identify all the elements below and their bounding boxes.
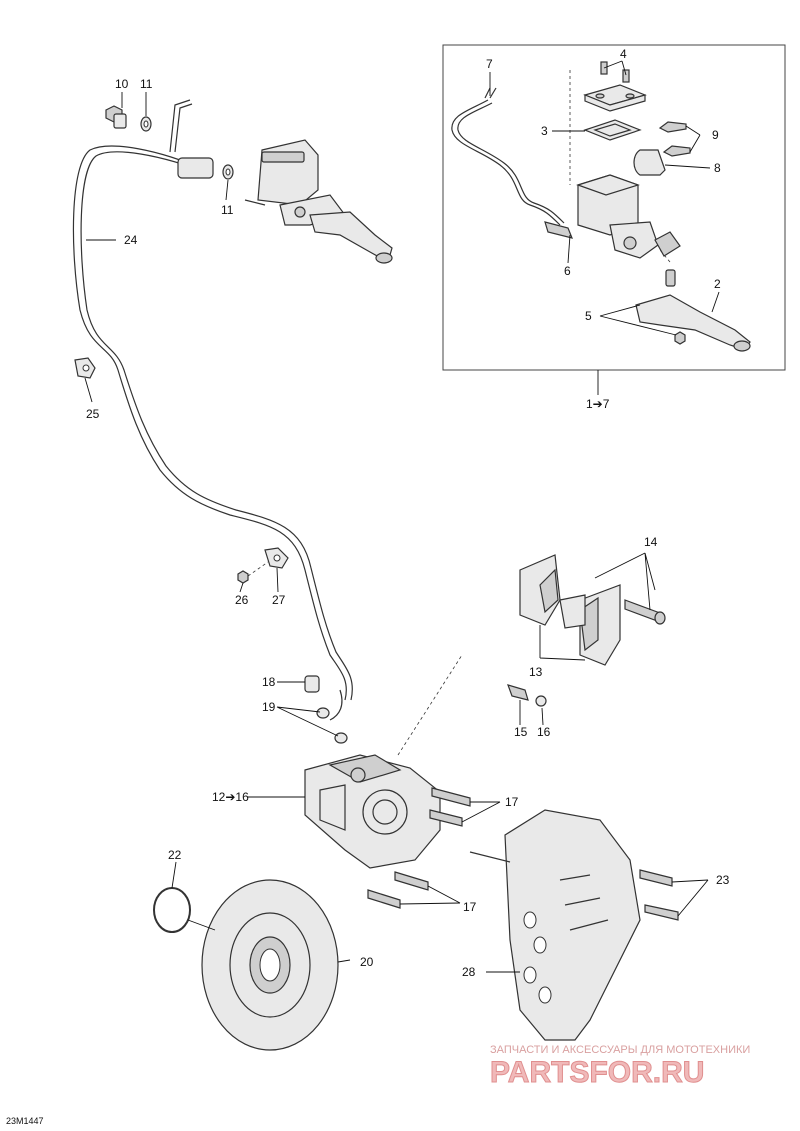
sealing-washer-lower: [222, 164, 234, 180]
callout-16: 16: [537, 725, 551, 739]
callout-7: 7: [486, 57, 493, 71]
callout-18: 18: [262, 675, 276, 689]
callout-26: 26: [235, 593, 249, 607]
inset-clamp: [633, 149, 666, 176]
inset-diaphragm: [583, 119, 642, 141]
callout-14: 14: [644, 535, 658, 549]
callout-24: 24: [124, 233, 138, 247]
callout-27: 27: [272, 593, 286, 607]
sealing-washer-upper: [140, 116, 152, 132]
master-cylinder-main: [244, 139, 393, 264]
callout-13: 13: [529, 665, 543, 679]
caliper-bolt-18: [304, 675, 320, 693]
brake-pads: [519, 554, 621, 666]
callout-28: 28: [462, 965, 476, 979]
diagram-code: 23M1447: [6, 1116, 44, 1126]
hose-clamp-lower: [264, 547, 289, 569]
callout-23: 23: [716, 873, 730, 887]
inset-pivot-bolt: [659, 249, 676, 287]
banjo-bolt: [105, 105, 127, 129]
inset-brake-switch: [451, 87, 573, 239]
callout-11-lower: 11: [221, 203, 234, 217]
callout-2: 2: [714, 277, 721, 291]
callout-11-upper: 11: [140, 77, 153, 91]
callout-17-lower: 17: [463, 900, 477, 914]
caliper-washers-19: [316, 707, 348, 744]
watermark-logo: PARTSFOR.RU: [490, 1056, 704, 1089]
callout-9: 9: [712, 128, 719, 142]
leader-lines: [84, 60, 720, 973]
callout-5: 5: [585, 309, 592, 323]
brake-hose: [72, 99, 353, 721]
callout-20: 20: [360, 955, 374, 969]
caliper-mount-bolts: [367, 787, 471, 909]
callout-3: 3: [541, 124, 548, 138]
callout-17-upper: 17: [505, 795, 519, 809]
callout-15: 15: [514, 725, 528, 739]
inset-boot: [654, 231, 681, 257]
callout-19: 19: [262, 700, 276, 714]
callout-25: 25: [86, 407, 100, 421]
callout-22: 22: [168, 848, 182, 862]
brake-disc: [201, 879, 339, 1051]
o-ring: [153, 887, 191, 933]
callout-10: 10: [115, 77, 129, 91]
watermark-tagline: ЗАПЧАСТИ И АКСЕССУАРЫ ДЛЯ МОТОТЕХНИКИ: [490, 1044, 750, 1056]
inset-master-cylinder: [569, 70, 659, 259]
inset-range-label: 1➔7: [586, 397, 610, 411]
inset-reservoir-cover: [583, 84, 647, 112]
callout-12-16: 12➔16: [212, 790, 249, 804]
caliper-pad-guide: [397, 654, 463, 756]
callout-4: 4: [620, 47, 627, 61]
bleeder-valve: [507, 684, 547, 707]
inset-clamp-screws: [658, 121, 691, 157]
clamp-nut: [237, 561, 269, 584]
o-ring-leader: [187, 919, 216, 931]
callout-6: 6: [564, 264, 571, 278]
brake-guard: [469, 809, 641, 1041]
pad-pin: [624, 599, 666, 625]
brake-caliper: [304, 754, 441, 869]
guard-screws: [639, 869, 679, 921]
callout-8: 8: [714, 161, 721, 175]
inset-frame: [442, 44, 786, 371]
inset-lever: [635, 294, 751, 352]
inset-pivot-nut: [674, 331, 686, 345]
hose-clamp-upper: [74, 357, 96, 379]
